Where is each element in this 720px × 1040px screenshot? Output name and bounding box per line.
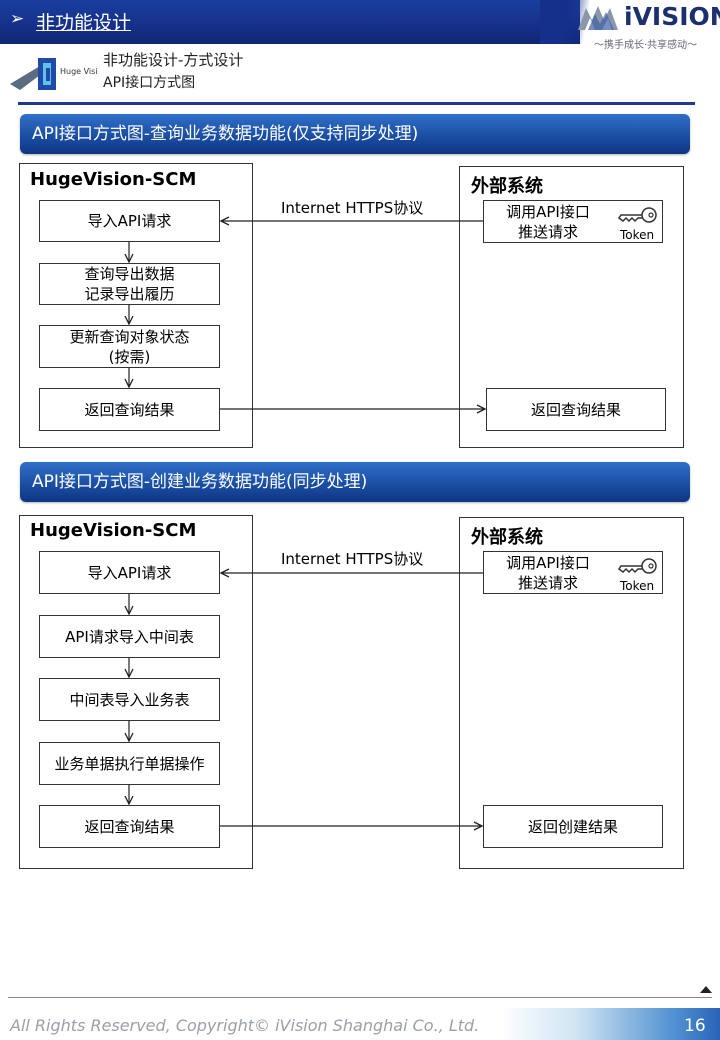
protocol-label-2: Internet HTTPS协议 bbox=[281, 550, 424, 568]
brand-slogan: ～携手成长·共享感动～ bbox=[594, 40, 698, 51]
step-execute-document-2: 业务单据执行单据操作 bbox=[39, 742, 220, 785]
step-update-status-1: 更新查询对象状态 (按需) bbox=[39, 325, 220, 368]
scm-system-title-2: HugeVision-SCM bbox=[30, 520, 197, 541]
step-import-request-2: 导入API请求 bbox=[39, 551, 220, 594]
external-result-box-2: 返回创建结果 bbox=[483, 805, 663, 848]
external-system-title-1: 外部系统 bbox=[471, 176, 543, 197]
external-result-box-1: 返回查询结果 bbox=[486, 388, 666, 431]
external-request-box-1: 调用API接口 推送请求 Token bbox=[483, 200, 663, 243]
step-staging-to-business-2: 中间表导入业务表 bbox=[39, 678, 220, 721]
header-bar bbox=[0, 0, 580, 44]
step-return-result-1: 返回查询结果 bbox=[39, 388, 220, 431]
footer-copyright: All Rights Reserved, Copyright© iVision … bbox=[10, 1016, 480, 1035]
step-query-export-1: 查询导出数据 记录导出履历 bbox=[39, 263, 220, 305]
external-request-box-2: 调用API接口 推送请求 Token bbox=[483, 551, 663, 594]
protocol-label-1: Internet HTTPS协议 bbox=[281, 199, 424, 217]
section-1-title: API接口方式图-查询业务数据功能(仅支持同步处理) bbox=[20, 114, 690, 154]
key-icon bbox=[618, 207, 657, 223]
key-icon bbox=[618, 558, 657, 574]
brand-logo-text: iVISION bbox=[624, 2, 720, 31]
bullet-arrow-icon: ➢ bbox=[10, 9, 25, 29]
svg-text:Huge Vision: Huge Vision bbox=[60, 67, 98, 76]
section-2-title: API接口方式图-创建业务数据功能(同步处理) bbox=[20, 462, 690, 502]
token-label-2: Token bbox=[620, 579, 655, 593]
page-title: 非功能设计 bbox=[36, 12, 132, 34]
scm-system-title-1: HugeVision-SCM bbox=[30, 169, 197, 190]
header-bar-fade bbox=[540, 0, 600, 44]
token-label-1: Token bbox=[620, 228, 655, 242]
step-import-request-1: 导入API请求 bbox=[39, 200, 220, 242]
step-return-result-2: 返回查询结果 bbox=[39, 805, 220, 848]
footer-divider bbox=[8, 997, 712, 998]
diagram-subtitle: API接口方式图 bbox=[103, 75, 196, 91]
hugevision-logo: Huge Vision bbox=[10, 58, 98, 90]
external-request-label-1: 调用API接口 推送请求 bbox=[506, 203, 590, 241]
section-subtitle: 非功能设计-方式设计 bbox=[103, 51, 244, 69]
ivision-logo-icon bbox=[578, 6, 618, 30]
footer-gradient bbox=[500, 1008, 720, 1040]
header-divider bbox=[18, 102, 695, 105]
step-import-staging-2: API请求导入中间表 bbox=[39, 615, 220, 658]
scroll-up-triangle-icon[interactable] bbox=[700, 986, 712, 993]
page-number: 16 bbox=[684, 1016, 706, 1036]
external-request-label-2: 调用API接口 推送请求 bbox=[506, 554, 590, 592]
external-system-title-2: 外部系统 bbox=[471, 527, 543, 548]
